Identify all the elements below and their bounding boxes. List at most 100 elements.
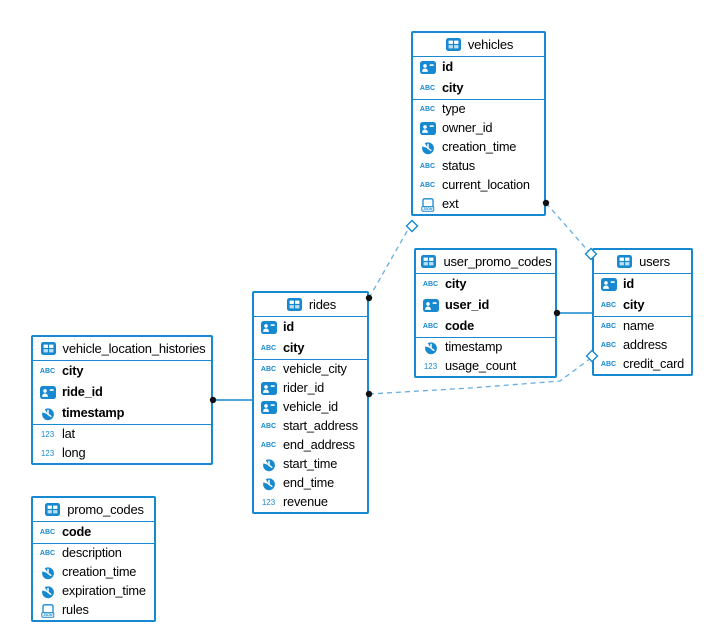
- field-row[interactable]: id: [254, 317, 367, 338]
- table-name: users: [639, 254, 670, 269]
- field-name: creation_time: [62, 564, 137, 580]
- field-name: ext: [442, 196, 459, 212]
- field-name: timestamp: [445, 339, 503, 355]
- table-header[interactable]: vehicle_location_histories: [33, 337, 211, 361]
- table-header[interactable]: users: [594, 250, 691, 274]
- table-header[interactable]: user_promo_codes: [416, 250, 555, 274]
- id-badge-icon: [418, 61, 437, 75]
- field-row[interactable]: ABC city: [33, 361, 211, 382]
- field-row[interactable]: ABC credit_card: [594, 355, 691, 374]
- field-row[interactable]: expiration_time: [33, 582, 154, 601]
- field-name: city: [283, 340, 305, 356]
- table-header[interactable]: rides: [254, 293, 367, 317]
- field-name: owner_id: [442, 120, 493, 136]
- text-type-icon: ABC: [600, 361, 617, 368]
- field-name: end_time: [283, 475, 335, 491]
- table-icon: [419, 255, 438, 269]
- field-row[interactable]: id: [413, 57, 544, 78]
- field-row[interactable]: timestamp: [33, 403, 211, 424]
- text-type-icon: ABC: [422, 323, 439, 330]
- field-name: code: [62, 524, 92, 540]
- field-row[interactable]: vehicle_id: [254, 398, 367, 417]
- field-row[interactable]: rider_id: [254, 379, 367, 398]
- field-name: rules: [62, 602, 89, 618]
- field-row[interactable]: timestamp: [416, 338, 555, 357]
- field-name: credit_card: [623, 356, 685, 372]
- table-vehicle_location_histories[interactable]: vehicle_location_histories ABC city ride_…: [31, 335, 213, 465]
- number-type-icon: 123: [423, 361, 438, 371]
- field-name: city: [62, 363, 84, 379]
- field-row[interactable]: start_time: [254, 455, 367, 474]
- number-type-icon: 123: [261, 497, 276, 507]
- field-name: rider_id: [283, 380, 325, 396]
- id-badge-icon: [421, 299, 440, 313]
- field-name: name: [623, 318, 655, 334]
- field-name: vehicle_city: [283, 361, 347, 377]
- id-badge-icon: [259, 321, 278, 335]
- field-name: id: [442, 59, 453, 75]
- text-type-icon: ABC: [39, 550, 56, 557]
- table-header[interactable]: promo_codes: [33, 498, 154, 522]
- number-type-icon: 123: [40, 429, 55, 439]
- table-header[interactable]: vehicles: [413, 33, 544, 57]
- field-row[interactable]: user_id: [416, 295, 555, 316]
- field-row[interactable]: creation_time: [413, 138, 544, 157]
- field-name: creation_time: [442, 139, 517, 155]
- field-row[interactable]: id: [594, 274, 691, 295]
- field-name: start_time: [283, 456, 338, 472]
- text-type-icon: ABC: [419, 182, 436, 189]
- relation-diamond-endpoint: [405, 219, 419, 233]
- field-row[interactable]: ride_id: [33, 382, 211, 403]
- relation-rides-vehicles: [365, 219, 419, 302]
- table-icon: [43, 503, 62, 517]
- table-name: vehicles: [467, 37, 514, 52]
- text-type-icon: ABC: [419, 106, 436, 113]
- table-name: vehicle_location_histories: [62, 341, 206, 356]
- field-row[interactable]: end_time: [254, 474, 367, 493]
- field-row[interactable]: creation_time: [33, 563, 154, 582]
- text-type-icon: ABC: [260, 345, 277, 352]
- text-type-icon: ABC: [39, 368, 56, 375]
- field-name: city: [442, 80, 464, 96]
- id-badge-icon: [38, 386, 57, 400]
- field-row[interactable]: owner_id: [413, 119, 544, 138]
- relation-line[interactable]: [368, 225, 411, 299]
- field-row[interactable]: ABC city: [254, 338, 367, 359]
- field-row[interactable]: ABC city: [413, 78, 544, 99]
- relation-line[interactable]: [545, 202, 590, 253]
- text-type-icon: ABC: [600, 342, 617, 349]
- text-type-icon: ABC: [419, 85, 436, 92]
